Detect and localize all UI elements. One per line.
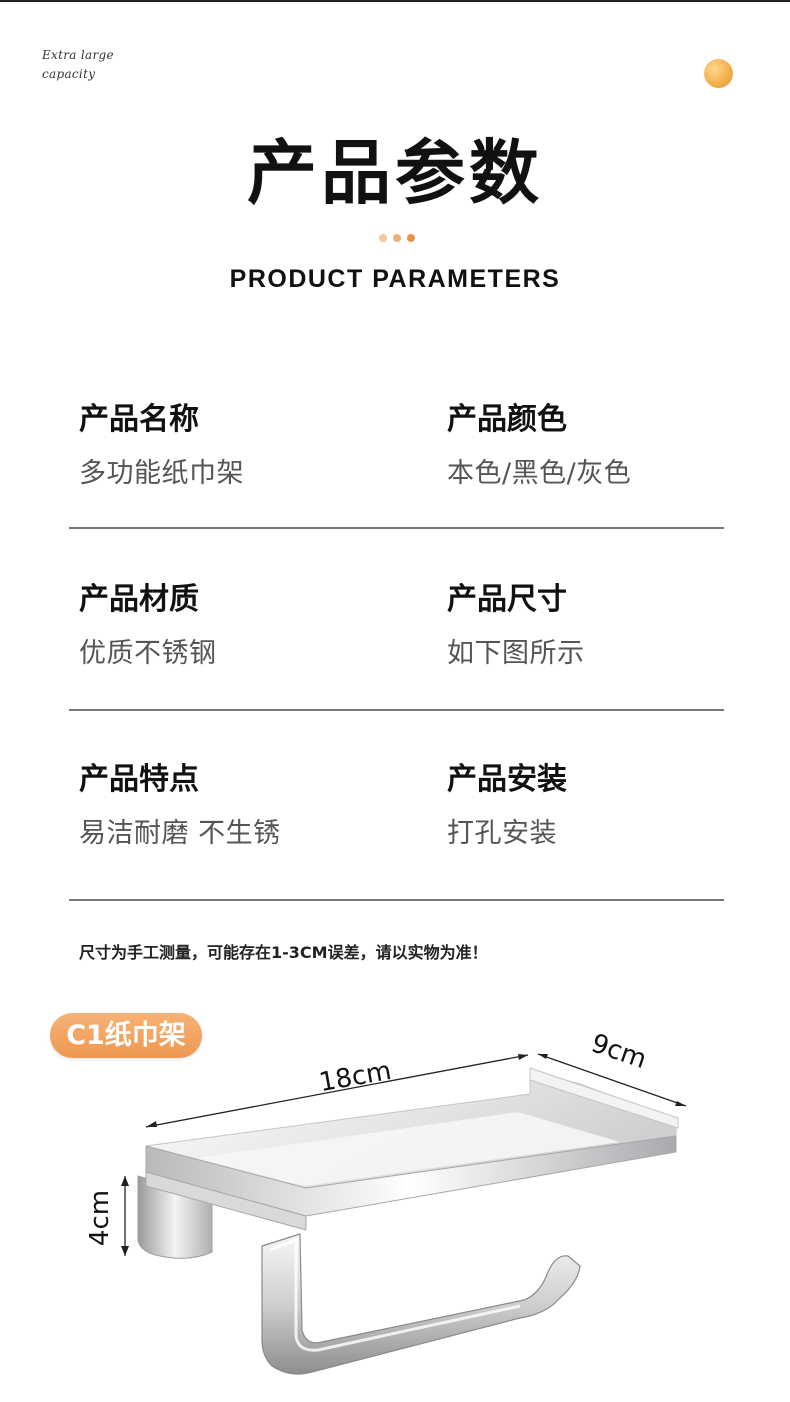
parameter-cell: 产品材质 优质不锈钢 xyxy=(79,580,217,672)
parameter-cell: 产品安装 打孔安装 xyxy=(447,760,567,852)
tagline: Extra large capacity xyxy=(42,46,114,84)
parameter-row: 产品名称 多功能纸巾架 产品颜色 本色/黑色/灰色 xyxy=(69,380,724,560)
page-title: 产品参数 xyxy=(247,132,543,214)
parameter-value: 优质不锈钢 xyxy=(79,638,217,669)
parameter-label: 产品尺寸 xyxy=(447,582,567,617)
paper-roll-rod xyxy=(261,1233,581,1375)
dot-3 xyxy=(407,234,415,242)
dimension-line-height xyxy=(121,1176,129,1256)
decorative-dots xyxy=(379,234,415,242)
tagline-line-1: Extra large xyxy=(42,48,114,62)
row-divider xyxy=(69,899,724,901)
parameter-label: 产品安装 xyxy=(447,762,567,797)
parameter-value: 打孔安装 xyxy=(447,818,557,849)
dot-1 xyxy=(379,234,387,242)
product-model-badge: C1纸巾架 xyxy=(50,1013,202,1058)
dimension-label-length: 18cm xyxy=(317,1056,394,1098)
shelf-side-edge xyxy=(145,1171,307,1231)
measurement-note: 尺寸为手工测量，可能存在1-3CM误差，请以实物为准！ xyxy=(79,943,488,962)
parameter-label: 产品颜色 xyxy=(447,402,567,437)
parameter-value: 易洁耐磨 不生锈 xyxy=(79,818,281,849)
parameter-value: 本色/黑色/灰色 xyxy=(447,458,632,489)
parameter-cell: 产品名称 多功能纸巾架 xyxy=(79,400,244,492)
row-divider xyxy=(69,527,724,529)
product-illustration: 18cm 9cm 4cm xyxy=(85,1030,687,1375)
dimension-line-length xyxy=(145,1054,529,1128)
decorative-orb xyxy=(704,59,733,88)
dot-2 xyxy=(393,234,401,242)
shelf-back-lip xyxy=(529,1067,679,1129)
parameter-label: 产品名称 xyxy=(79,402,199,437)
parameter-cell: 产品尺寸 如下图所示 xyxy=(447,580,585,672)
top-border-line xyxy=(0,0,790,2)
parameter-cell: 产品颜色 本色/黑色/灰色 xyxy=(447,400,631,492)
parameter-label: 产品材质 xyxy=(79,582,199,617)
parameter-label: 产品特点 xyxy=(79,762,199,797)
parameter-table: 产品名称 多功能纸巾架 产品颜色 本色/黑色/灰色 产品材质 优质不锈钢 产品尺… xyxy=(69,380,724,920)
dimension-line-depth xyxy=(537,1053,687,1107)
parameter-value: 多功能纸巾架 xyxy=(79,458,244,489)
shelf-inner-surface xyxy=(196,1112,620,1186)
parameter-row: 产品材质 优质不锈钢 产品尺寸 如下图所示 xyxy=(69,560,724,740)
parameter-cell: 产品特点 易洁耐磨 不生锈 xyxy=(79,760,281,852)
row-divider xyxy=(69,709,724,711)
dimension-label-depth: 9cm xyxy=(587,1030,650,1075)
dimension-label-height: 4cm xyxy=(85,1190,115,1246)
parameter-row: 产品特点 易洁耐磨 不生锈 产品安装 打孔安装 xyxy=(69,740,724,920)
page-subtitle: PRODUCT PARAMETERS xyxy=(229,265,561,293)
tagline-line-2: capacity xyxy=(42,67,96,81)
parameter-value: 如下图所示 xyxy=(447,638,585,669)
